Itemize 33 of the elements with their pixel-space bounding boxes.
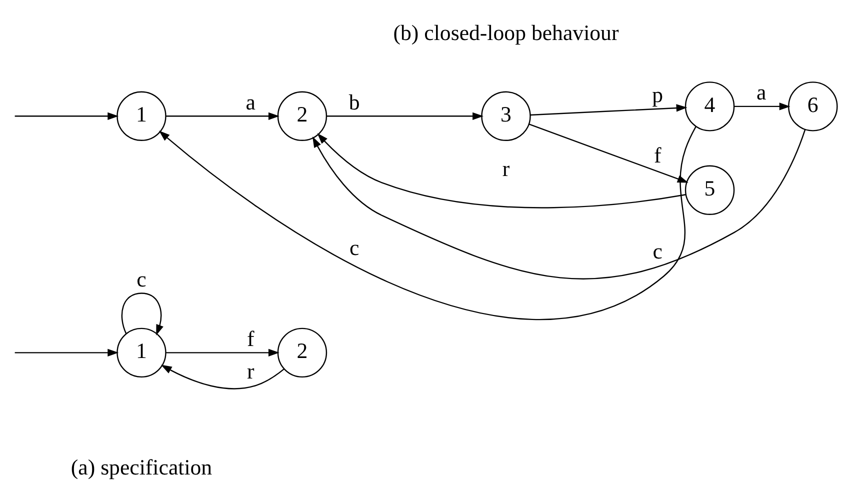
edge-label: c <box>652 240 662 264</box>
edge-label: f <box>246 326 254 351</box>
node-circle: 1 <box>116 91 166 142</box>
arrow <box>734 102 790 110</box>
node-circle: 2 <box>276 328 327 378</box>
arrow <box>316 133 686 208</box>
edge-label: c <box>349 236 359 260</box>
node-circle: 5 <box>684 165 734 215</box>
edge-label: r <box>246 360 254 384</box>
arrow <box>530 104 687 116</box>
arrow <box>166 348 279 356</box>
node-circle: 1 <box>116 328 166 378</box>
arrow <box>158 126 696 320</box>
label: (b) closed-loop behaviour <box>392 21 618 46</box>
edge-label: f <box>653 144 661 168</box>
node-circle: 3 <box>480 91 530 142</box>
arrow <box>120 292 163 336</box>
edge-label: a <box>756 80 766 105</box>
node-circle: 2 <box>276 91 327 142</box>
arrow <box>14 112 118 120</box>
arrow <box>326 112 483 120</box>
arrow <box>312 130 806 280</box>
arrow <box>166 112 279 120</box>
arrow <box>160 364 284 390</box>
edge-label: b <box>348 90 360 114</box>
arrow <box>14 348 118 356</box>
edge-label: p <box>652 83 663 108</box>
edge-label: a <box>245 90 256 114</box>
edge-label: r <box>502 157 510 182</box>
node-circle: 4 <box>684 82 734 132</box>
node-circle: 6 <box>788 82 838 132</box>
edge-label: c <box>136 267 146 292</box>
label: (a) specification <box>70 455 212 480</box>
